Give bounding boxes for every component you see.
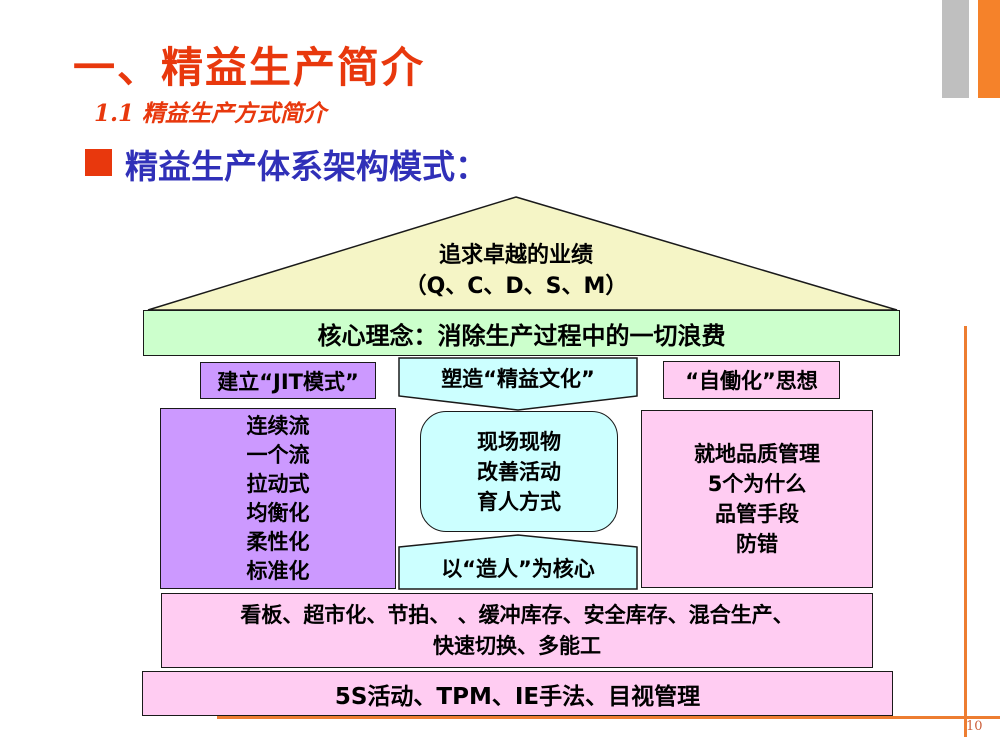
- core-idea-label: 核心理念：消除生产过程中的一切浪费: [317, 321, 726, 350]
- section-heading-label: 精益生产体系架构模式：: [125, 147, 488, 186]
- left-pillar-line: 柔性化: [246, 529, 310, 554]
- center-pillar-line: 现场现物: [477, 429, 561, 454]
- jidoka-header-box: “自働化”思想: [663, 361, 840, 399]
- left-pillar-line: 均衡化: [246, 500, 310, 525]
- decor-orange-bar: [978, 0, 1000, 98]
- culture-header-shape: [398, 357, 638, 411]
- culture-footer-label: 以“造人”为核心: [441, 557, 595, 581]
- right-pillar-box: 就地品质管理 5个为什么 品管手段 防错: [641, 410, 873, 588]
- roof-line1: 追求卓越的业绩: [438, 243, 593, 268]
- page-subtitle: 1.1 精益生产方式简介: [94, 100, 327, 127]
- right-pillar-line: 就地品质管理: [694, 442, 820, 466]
- foundation-row1-line2: 快速切换、多能工: [433, 633, 601, 658]
- left-pillar-line: 一个流: [246, 442, 310, 467]
- foundation-row2-box: 5S活动、TPM、IE手法、目视管理: [142, 671, 893, 716]
- right-pillar-line: 防错: [736, 532, 778, 556]
- culture-header-label: 塑造“精益文化”: [441, 367, 595, 391]
- center-pillar-line: 改善活动: [477, 459, 561, 484]
- roof-line2: （Q、C、D、S、M）: [404, 274, 628, 299]
- decor-gray-bar: [942, 0, 969, 98]
- left-pillar-line: 拉动式: [246, 471, 310, 496]
- decor-vertical-line: [964, 326, 967, 737]
- bullet-square-icon: [85, 149, 112, 176]
- foundation-row2-label: 5S活动、TPM、IE手法、目视管理: [334, 683, 701, 710]
- culture-header-box: 塑造“精益文化”: [399, 358, 637, 398]
- right-pillar-line: 品管手段: [715, 502, 799, 526]
- culture-footer-shape: [398, 534, 638, 590]
- left-pillar-line: 标准化: [246, 558, 310, 583]
- jit-header-box: 建立“JIT模式”: [200, 362, 376, 399]
- core-idea-bar: 核心理念：消除生产过程中的一切浪费: [143, 310, 900, 356]
- foundation-row1-box: 看板、超市化、节拍、 、缓冲库存、安全库存、混合生产、 快速切换、多能工: [161, 593, 873, 668]
- section-heading: 精益生产体系架构模式：: [85, 140, 488, 188]
- decor-horizontal-line: [217, 716, 1000, 719]
- jit-header-label: 建立“JIT模式”: [217, 369, 359, 394]
- roof-label: 追求卓越的业绩 （Q、C、D、S、M）: [316, 240, 716, 302]
- left-pillar-box: 连续流 一个流 拉动式 均衡化 柔性化 标准化: [160, 408, 396, 589]
- center-pillar-box: 现场现物 改善活动 育人方式: [420, 411, 618, 532]
- jidoka-header-label: “自働化”思想: [685, 369, 818, 393]
- foundation-row1-line1: 看板、超市化、节拍、 、缓冲库存、安全库存、混合生产、: [240, 602, 794, 627]
- right-pillar-line: 5个为什么: [707, 472, 807, 496]
- left-pillar-line: 连续流: [246, 413, 310, 438]
- page-title: 一、精益生产简介: [73, 43, 426, 92]
- culture-footer-box: 以“造人”为核心: [399, 549, 637, 587]
- center-pillar-line: 育人方式: [477, 489, 561, 514]
- page-number: 10: [966, 719, 983, 734]
